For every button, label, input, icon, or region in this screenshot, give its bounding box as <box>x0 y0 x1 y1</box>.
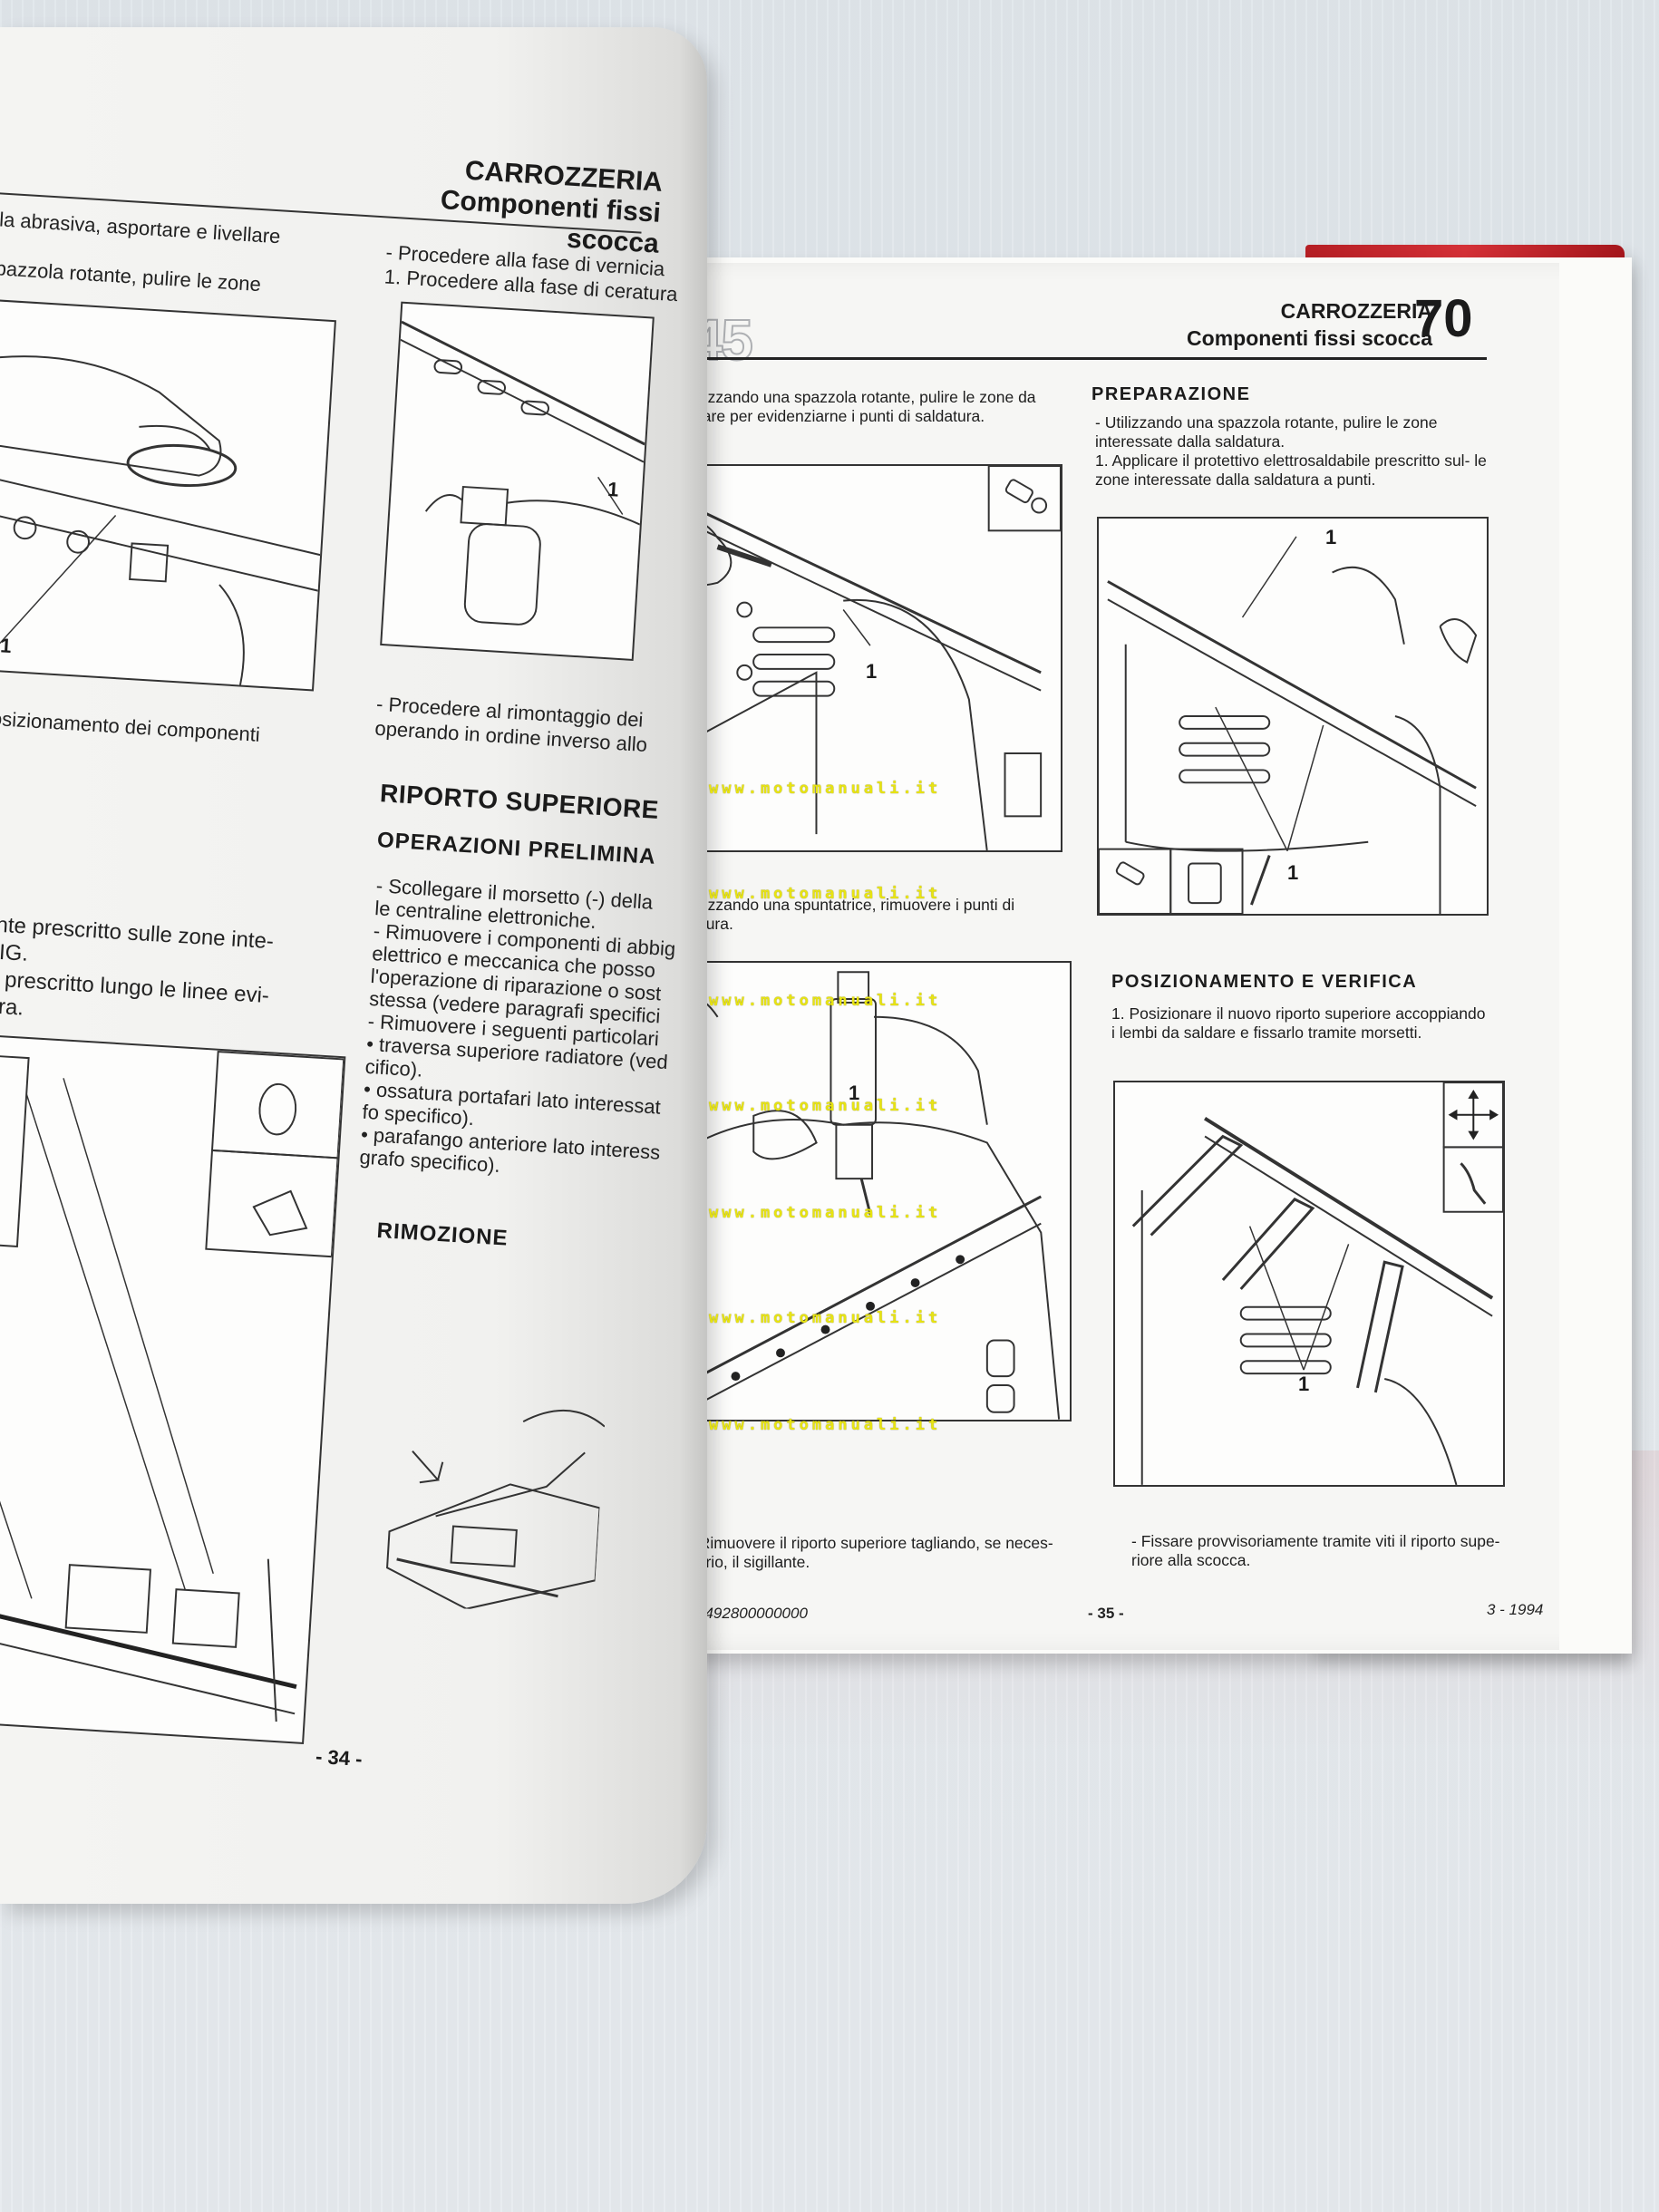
left-col1-mid: to posizionamento dei componenti <box>0 705 261 746</box>
left-figure-sealant-drawing <box>0 1050 344 1722</box>
figure-spot-drill <box>680 961 1072 1421</box>
figure-prep-callout-bottom: 1 <box>1287 861 1299 884</box>
left-col1-block-line2: ura MIG. <box>0 936 29 966</box>
left-col1-line3: spazzola rotante, pulire le zone <box>0 256 262 296</box>
figure-prep-callout-top: 1 <box>1325 526 1337 548</box>
figure-brush-cleaning <box>662 464 1062 852</box>
posizionamento-text: 1. Posizionare il nuovo riporto superior… <box>1111 1004 1486 1042</box>
footer-code: 1492800000000 <box>696 1605 808 1622</box>
left-col1-block-line1: ssidante prescritto sulle zone inte- <box>0 909 275 955</box>
figure-positioning-drawing <box>1131 1082 1503 1485</box>
step-brush-clean: 1. Utilizzando una spazzola rotante, pul… <box>664 388 1036 425</box>
left-col1-line1: ola abrasiva, asportare e livellare <box>0 207 282 248</box>
left-page: CARROZZERIA Componenti fissi scocca ola … <box>0 27 707 1904</box>
left-figure-grinder-callout: 1 <box>0 634 13 658</box>
watermark-3: www.motomanuali.it <box>709 992 942 1010</box>
right-page: 145 CARROZZERIA Componenti fissi scocca … <box>653 263 1559 1650</box>
watermark-1: www.motomanuali.it <box>709 780 942 798</box>
left-figure-wax-spray-drawing <box>400 320 645 626</box>
header-rule <box>660 357 1487 360</box>
figure-spot-drill-drawing <box>682 971 1061 1420</box>
watermark-6: www.motomanuali.it <box>709 1309 942 1327</box>
left-figure-sealant <box>0 1030 346 1744</box>
figure-brush-callout: 1 <box>866 660 878 683</box>
figure-drill-callout: 1 <box>849 1082 860 1104</box>
figure-positioning-callout: 1 <box>1298 1373 1310 1395</box>
left-heading-operazioni: OPERAZIONI PRELIMINA <box>376 828 657 869</box>
left-heading-riporto: RIPORTO SUPERIORE <box>379 779 660 824</box>
heading-preparazione: PREPARAZIONE <box>1091 384 1251 404</box>
figure-preparation <box>1097 517 1489 916</box>
left-col1-block-line4: in figura. <box>0 991 24 1021</box>
page-number-34: - 34 - <box>315 1744 364 1771</box>
figure-preparation-drawing <box>1099 536 1478 914</box>
watermark-5: www.motomanuali.it <box>709 1204 942 1222</box>
watermark-4: www.motomanuali.it <box>709 1097 942 1115</box>
left-figure-grinder <box>0 297 336 692</box>
left-figure-car-front-drawing <box>386 1409 606 1610</box>
left-col1-block-line3: illante prescritto lungo le linee evi- <box>0 964 270 1009</box>
left-figure-grinder-drawing <box>0 355 321 685</box>
footer-date: 3 - 1994 <box>1487 1601 1544 1618</box>
watermark-7: www.motomanuali.it <box>709 1416 942 1434</box>
watermark-2: www.motomanuali.it <box>709 885 942 903</box>
chapter-number: 70 <box>1414 289 1473 348</box>
page-number-35: - 35 - <box>1088 1605 1124 1622</box>
preparazione-text: - Utilizzando una spazzola rotante, puli… <box>1095 413 1487 489</box>
step-fix-temporarily: - Fissare provvisoriamente tramite viti … <box>1131 1532 1500 1569</box>
left-heading-rimozione: RIMOZIONE <box>375 1218 509 1251</box>
step-remove-upper: - Rimuovere il riporto superiore taglian… <box>689 1534 1053 1571</box>
right-header-title: CARROZZERIA <box>1280 299 1432 323</box>
heading-posizionamento: POSIZIONAMENTO E VERIFICA <box>1111 972 1418 992</box>
left-page-content: CARROZZERIA Componenti fissi scocca ola … <box>0 27 706 1904</box>
left-figure-car-front <box>376 1386 606 1616</box>
figure-positioning <box>1113 1081 1505 1487</box>
left-figure-wax-callout: 1 <box>606 477 620 501</box>
right-header-subtitle: Componenti fissi scocca <box>1187 326 1432 350</box>
left-figure-wax-spray <box>380 301 655 661</box>
